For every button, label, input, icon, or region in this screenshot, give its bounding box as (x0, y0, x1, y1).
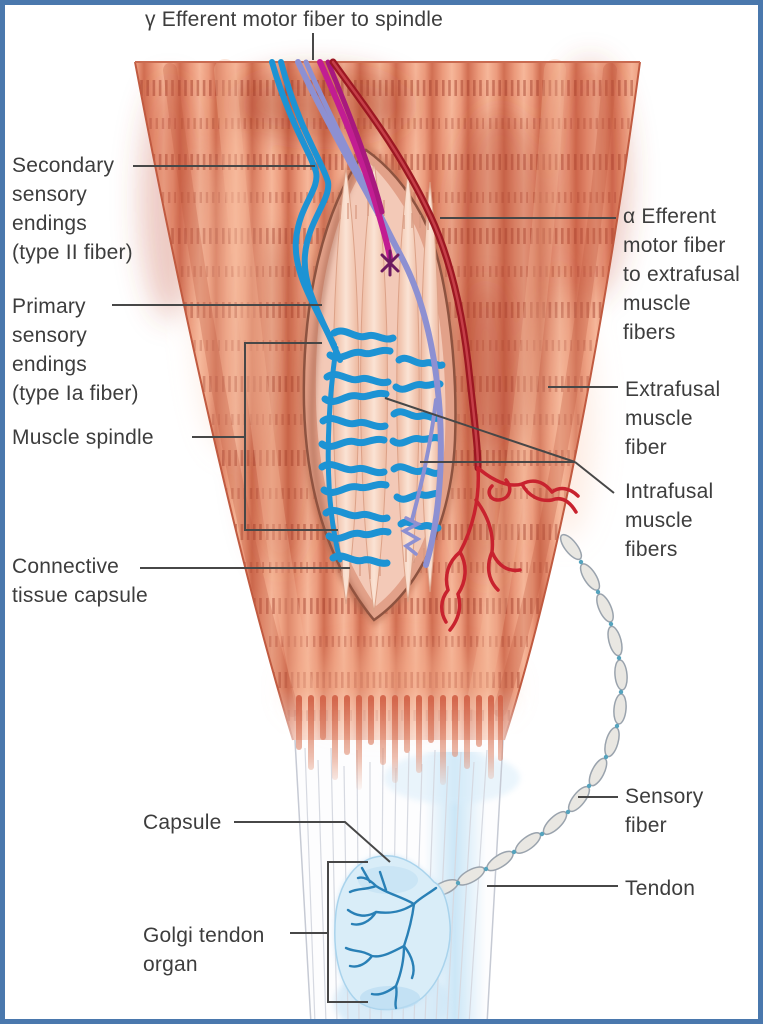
golgi-nerve-branches (344, 866, 438, 1010)
label-capsule: Capsule (143, 811, 222, 834)
bracket-golgi (327, 861, 368, 1003)
gamma-motor-ending (380, 249, 400, 277)
bracket-muscle-spindle (244, 342, 338, 531)
leader-lines (112, 33, 618, 1003)
label-alpha-efferent: α Efferent motor fiber to extrafusal mus… (623, 205, 740, 344)
leader-capsule (234, 821, 391, 863)
label-secondary-sensory-endings: Secondary sensory endings (type II fiber… (12, 154, 133, 264)
sensory-fiber-chain (429, 533, 628, 897)
leader-intrafusal (384, 397, 615, 494)
label-gamma-efferent: γ Efferent motor fiber to spindle (145, 8, 444, 31)
annulospiral-endings (318, 327, 446, 567)
trail-ending-squiggle (400, 516, 422, 556)
label-connective-tissue-capsule: Connective tissue capsule (12, 555, 148, 607)
alpha-motor-endings (440, 466, 580, 632)
muscle-tendon-junction (296, 695, 503, 790)
label-muscle-spindle: Muscle spindle (12, 426, 154, 449)
label-sensory-fiber: Sensory fiber (625, 785, 704, 837)
label-tendon: Tendon (625, 877, 696, 900)
golgi-tendon-organ (334, 855, 451, 1011)
muscle-spindle-capsule (298, 143, 461, 627)
label-golgi-tendon-organ: Golgi tendon organ (143, 924, 265, 976)
label-intrafusal-muscle-fibers: Intrafusal muscle fibers (625, 480, 714, 561)
gamma-motor-fiber (317, 59, 393, 261)
label-extrafusal-muscle-fiber: Extrafusal muscle fiber (625, 378, 721, 459)
nerve-fibers (269, 58, 580, 632)
label-primary-sensory-endings: Primary sensory endings (type Ia fiber) (12, 295, 139, 405)
purple-fiber (295, 59, 444, 568)
extrafusal-muscle (134, 59, 641, 741)
